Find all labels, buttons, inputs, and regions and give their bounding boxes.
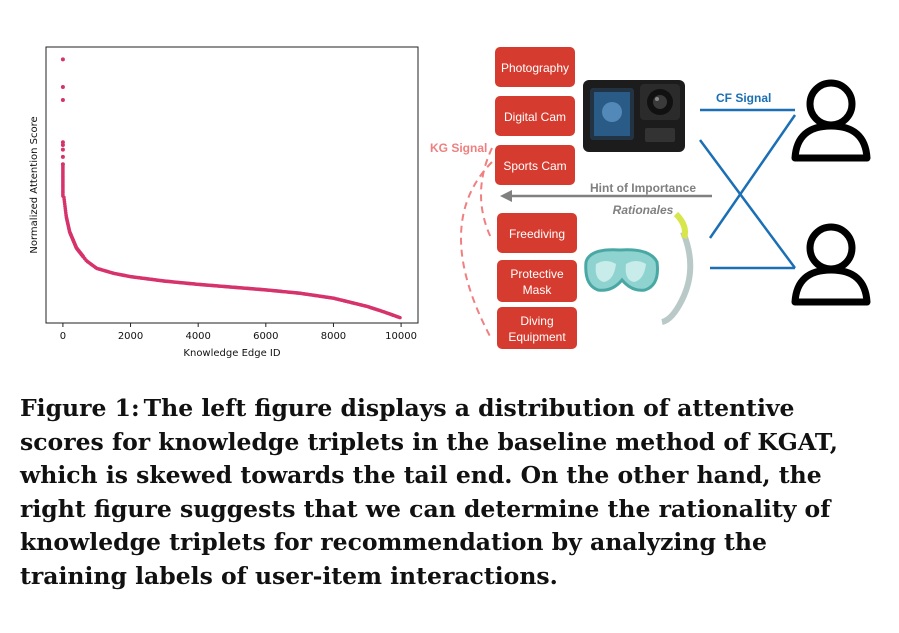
outlier-point [60, 140, 65, 145]
plot-area [45, 46, 419, 324]
cf-signal: CF Signal [698, 91, 797, 270]
hint-arrow-head [500, 190, 512, 202]
item-box-sports-cam: Sports Cam [495, 145, 575, 185]
y-axis-label: Normalized Attention Score [29, 116, 40, 253]
x-tick-label: 2000 [118, 331, 143, 342]
user-icon [791, 223, 871, 306]
x-axis-ticks: 0 2000 4000 6000 8000 10000 [60, 323, 417, 342]
outlier-point [60, 142, 65, 147]
data-point [398, 315, 402, 320]
x-tick-label: 4000 [185, 331, 210, 342]
item-label-photography: Photography [501, 61, 569, 75]
figure-caption: Figure 1:The left figure displays a dist… [20, 392, 882, 593]
camera-icon [583, 80, 685, 152]
diving-mask-icon [584, 211, 694, 325]
kg-bracket-arc-inner [480, 147, 493, 241]
outlier-point [60, 154, 65, 159]
kg-bracket-arc [460, 161, 493, 341]
kg-signal: KG Signal [430, 141, 493, 341]
user-icon [791, 79, 871, 162]
item-label-sports-cam: Sports Cam [503, 159, 566, 173]
x-axis-label: Knowledge Edge ID [183, 348, 280, 359]
kg-signal-label: KG Signal [430, 141, 487, 155]
rationale-box-freediving: Freediving [497, 213, 577, 253]
outlier-point [60, 162, 65, 167]
outlier-point [60, 85, 65, 90]
outlier-point [60, 147, 65, 152]
hint-of-importance: Hint of Importance Rationales [500, 181, 712, 217]
x-tick-label: 0 [60, 331, 66, 342]
attention-score-chart: 0 2000 4000 6000 8000 10000 Knowledge Edge ID… [29, 46, 419, 359]
x-tick-label: 6000 [253, 331, 278, 342]
chart-marks [60, 57, 402, 320]
hint-label: Hint of Importance [590, 181, 696, 195]
rationale-diagram: Photography Digital Cam Sports Cam Freed… [430, 47, 871, 349]
caption-text: The left figure displays a distribution … [20, 394, 838, 590]
item-box-photography: Photography [495, 47, 575, 87]
outlier-point [60, 97, 65, 102]
cf-signal-label: CF Signal [716, 91, 771, 105]
rationale-label-freediving: Freediving [509, 227, 565, 241]
item-box-digital-cam: Digital Cam [495, 96, 575, 136]
item-label-digital-cam: Digital Cam [504, 110, 566, 124]
rationales-label: Rationales [613, 203, 674, 217]
outlier-point [60, 57, 65, 62]
x-tick-label: 10000 [385, 331, 417, 342]
caption-label: Figure 1: [20, 394, 140, 422]
figure: 0 2000 4000 6000 8000 10000 Knowledge Edge ID… [29, 46, 871, 359]
x-tick-label: 8000 [321, 331, 346, 342]
